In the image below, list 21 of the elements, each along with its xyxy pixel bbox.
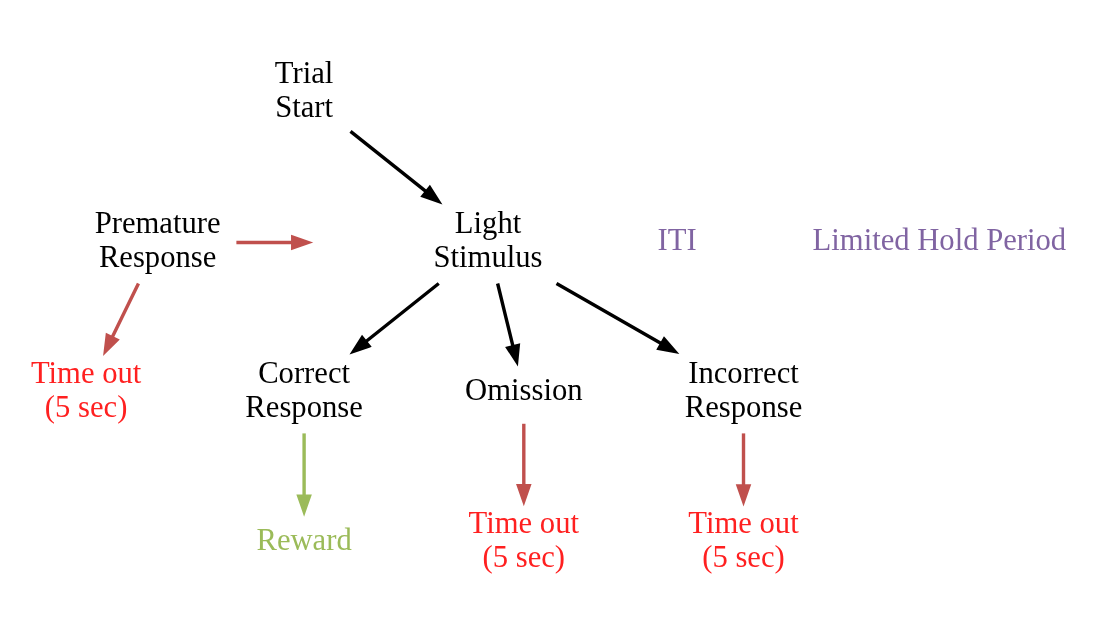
arrow [103,282,140,356]
arrow [495,283,521,367]
arrow [236,234,314,251]
node-text: Reward [256,522,352,557]
arrow [349,130,443,205]
node-text: Correct Response [245,355,363,424]
node-text: Light Stimulus [433,206,543,275]
node-text: Incorrect Response [684,355,803,424]
label: ITI [657,223,697,258]
node-text: Time out (5 sec) [30,355,142,424]
arrow [349,282,440,355]
node-text: Omission [465,372,583,407]
node-text: Time out (5 sec) [468,505,580,574]
arrow [735,433,752,507]
arrow [555,282,680,354]
node-text: Time out (5 sec) [688,505,799,574]
label: Limited Hold Period [812,223,1067,258]
node-text: Trial Start [274,56,334,125]
node-text: Premature Response [94,206,221,275]
arrow [516,423,532,507]
arrow [296,433,312,517]
